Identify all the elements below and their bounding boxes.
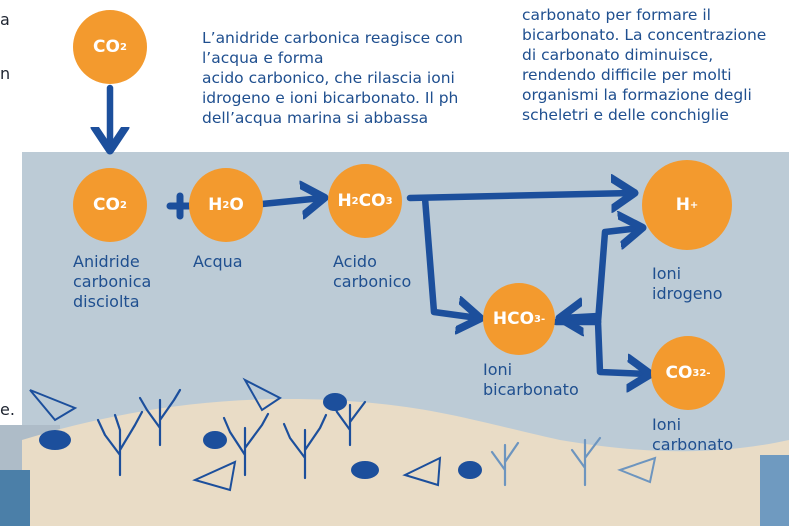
arrow-bicarbonate-to-hydrogen [594,228,640,326]
left-fragment-1: a [0,10,10,29]
carbonate-line: bicarbonato. La concentrazione [522,26,767,44]
arrow-to-bicarbonate [562,316,602,318]
coral-icon [96,410,144,477]
carbonate-line: scheletri e delle conchiglie [522,106,729,124]
right-water-strip [760,455,789,526]
label-carbonic-acid: Acido carbonico [333,252,412,291]
shell-icon [323,393,347,411]
shell-icon [458,461,482,479]
carbonate-paragraph: carbonato per formare il bicarbonato. La… [522,5,789,125]
carbonate-line: di carbonato diminuisce, [522,46,714,64]
coral-icon [490,441,520,487]
intro-line: acido carbonico, che rilascia ioni [202,69,455,87]
shell-icon [351,461,379,479]
spiral-shell-icon [29,389,78,422]
coral-icon [282,413,328,480]
hydrogen-ion: H+ [642,160,732,250]
seabed-sand [22,399,789,526]
intro-line: l’acqua e forma [202,49,324,67]
label-water: Acqua [193,252,243,271]
intro-line: idrogeno e ioni bicarbonato. Il ph [202,89,459,107]
coral-icon [138,388,182,447]
carbonate-line: organismi la formazione degli [522,86,752,104]
spiral-shell-icon [617,456,657,484]
spiral-shell-icon [242,377,282,412]
label-hydrogen-ions: Ioni idrogeno [652,264,723,303]
label-dissolved-co2: Anidride carbonica disciolta [73,252,152,311]
arrow-water-to-acid [258,198,322,204]
intro-paragraph: L’anidride carbonica reagisce con l’acqu… [202,28,512,128]
arrow-bicarbonate-to-carbonate [594,318,648,374]
shell-icon [39,430,71,450]
left-fragment-3: e. [0,400,15,419]
coral-icon [330,398,367,447]
carbonate-line: rendendo difficile per molti [522,66,732,84]
carbonate-line: carbonato per formare il [522,6,711,24]
spiral-shell-icon [192,460,237,492]
intro-line: L’anidride carbonica reagisce con [202,29,463,47]
shell-icon [203,431,227,449]
arrow-acid-to-bicarbonate [421,194,478,318]
spiral-shell-icon [402,456,442,487]
arrow-acid-to-hydrogen [406,193,632,198]
coral-icon [570,436,602,487]
label-bicarbonate-ions: Ioni bicarbonato [483,360,579,399]
coral-icon [222,412,270,477]
intro-line: dell’acqua marina si abbassa [202,109,429,127]
left-water-strip [0,470,30,526]
left-fragment-2: n [0,64,11,83]
label-carbonate-ions: Ioni carbonato [652,415,734,454]
